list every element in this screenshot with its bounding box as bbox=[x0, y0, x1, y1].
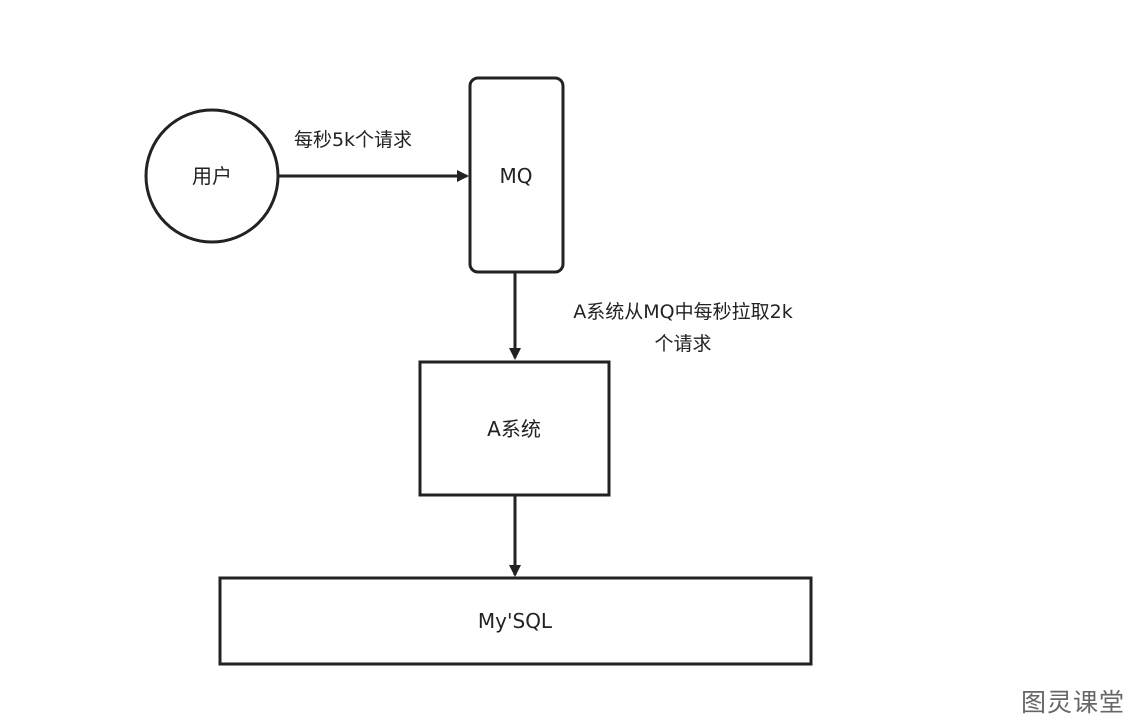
edge-mq-to-system-a-label-line1: A系统从MQ中每秒拉取2k bbox=[573, 301, 792, 323]
mysql-node: My'SQL bbox=[218, 576, 813, 666]
edge-user-to-mq: 每秒5k个请求 bbox=[279, 129, 469, 182]
watermark: 图灵课堂 bbox=[1020, 688, 1125, 717]
user-node: 用户 bbox=[144, 108, 280, 244]
system-a-node-label: A系统 bbox=[487, 417, 541, 441]
mq-node: MQ bbox=[468, 76, 565, 274]
mysql-node-label: My'SQL bbox=[478, 609, 553, 633]
system-a-node: A系统 bbox=[418, 360, 611, 497]
edge-mq-to-system-a: A系统从MQ中每秒拉取2k 个请求 bbox=[509, 272, 793, 360]
user-node-label: 用户 bbox=[192, 164, 232, 188]
edge-mq-to-system-a-label-line2: 个请求 bbox=[654, 333, 711, 355]
edge-user-to-mq-label: 每秒5k个请求 bbox=[294, 129, 412, 151]
mq-node-label: MQ bbox=[500, 164, 533, 188]
